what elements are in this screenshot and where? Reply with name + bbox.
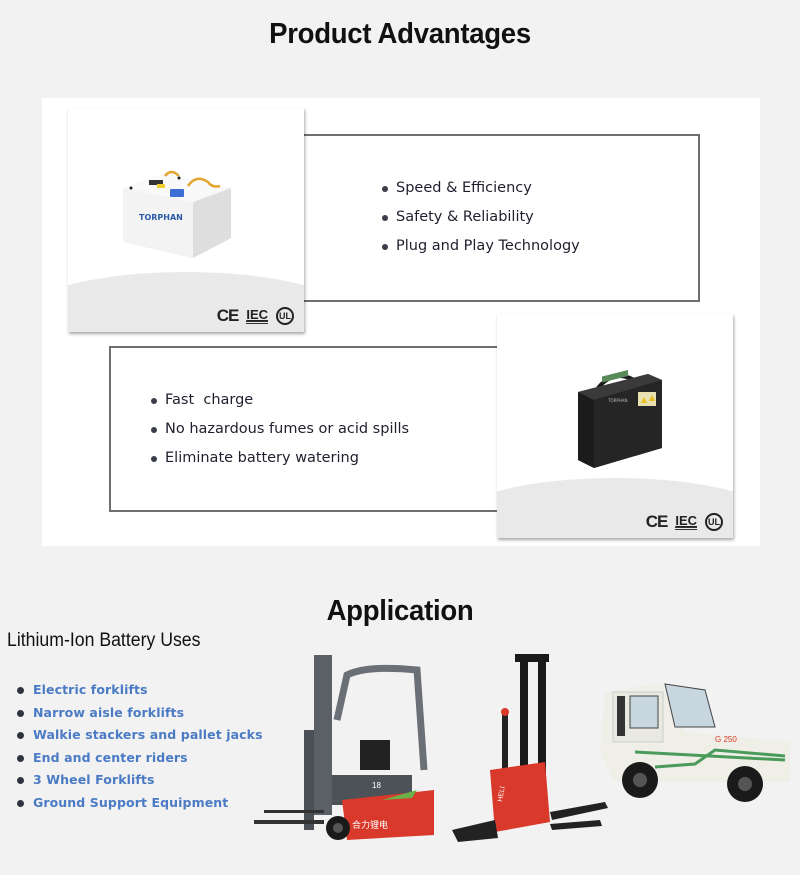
bullet-icon [151,398,157,404]
bullet-icon [17,754,24,762]
use-item: End and center riders [16,747,263,770]
use-item: Narrow aisle forklifts [16,702,263,725]
advantage-item: Eliminate battery watering [151,444,409,473]
application-title: Application [326,595,474,627]
bullet-icon [382,215,388,221]
battery-uses-list: Electric forklifts Narrow aisle forklift… [16,679,263,814]
product-advantages-title: Product Advantages [269,18,531,50]
advantage-item: Safety & Reliability [382,203,580,232]
bullet-icon [17,709,24,717]
svg-text:18: 18 [372,781,381,790]
advantage-item: No hazardous fumes or acid spills [151,415,409,444]
advantage-item: Fast charge [151,386,409,415]
svg-text:合力锂电: 合力锂电 [352,819,388,830]
advantages-list-1: Speed & Efficiency Safety & Reliability … [382,174,580,261]
bullet-icon [17,777,24,784]
white-battery-image: TORPHAN [123,170,231,258]
svg-text:HELI: HELI [497,786,507,803]
svg-text:TORPHAN: TORPHAN [139,213,183,222]
iec-mark-icon: IEC [675,512,697,530]
tow-tractor-image: G 250 [600,682,790,802]
iec-mark-icon: IEC [246,306,268,324]
ul-mark-icon: UL [705,513,723,531]
svg-text:G 250: G 250 [715,735,737,744]
black-battery-image: TORPHAN [578,370,662,468]
product-card-black-battery: TORPHAN CE IEC UL [497,314,733,538]
bullet-icon [151,456,157,462]
advantage-item: Plug and Play Technology [382,232,580,261]
advantage-item: Speed & Efficiency [382,174,580,203]
product-card-white-battery: TORPHAN CE IEC UL [68,108,304,332]
bullet-icon [17,732,24,739]
use-item: Electric forklifts [16,679,263,702]
use-item: 3 Wheel Forklifts [16,769,263,792]
advantages-textbox-2: Fast charge No hazardous fumes or acid s… [109,346,501,512]
advantages-panel: Speed & Efficiency Safety & Reliability … [42,98,760,546]
bullet-icon [382,244,388,250]
battery-uses-heading: Lithium-Ion Battery Uses [7,630,201,651]
ul-mark-icon: UL [276,307,294,325]
walkie-stacker-image: HELI [452,654,608,842]
bullet-icon [151,427,157,433]
svg-text:TORPHAN: TORPHAN [607,398,628,403]
bullet-icon [17,799,24,807]
electric-forklift-image: 合力锂电 18 [254,655,434,840]
advantages-list-2: Fast charge No hazardous fumes or acid s… [151,386,409,473]
use-item: Walkie stackers and pallet jacks [16,724,263,747]
ce-mark-icon: CE [216,306,240,325]
bullet-icon [17,687,24,694]
use-item: Ground Support Equipment [16,792,263,815]
certification-badges: CE IEC UL [646,512,723,532]
bullet-icon [382,186,388,192]
ce-mark-icon: CE [645,512,669,531]
advantages-textbox-1: Speed & Efficiency Safety & Reliability … [304,134,700,302]
certification-badges: CE IEC UL [217,306,294,326]
